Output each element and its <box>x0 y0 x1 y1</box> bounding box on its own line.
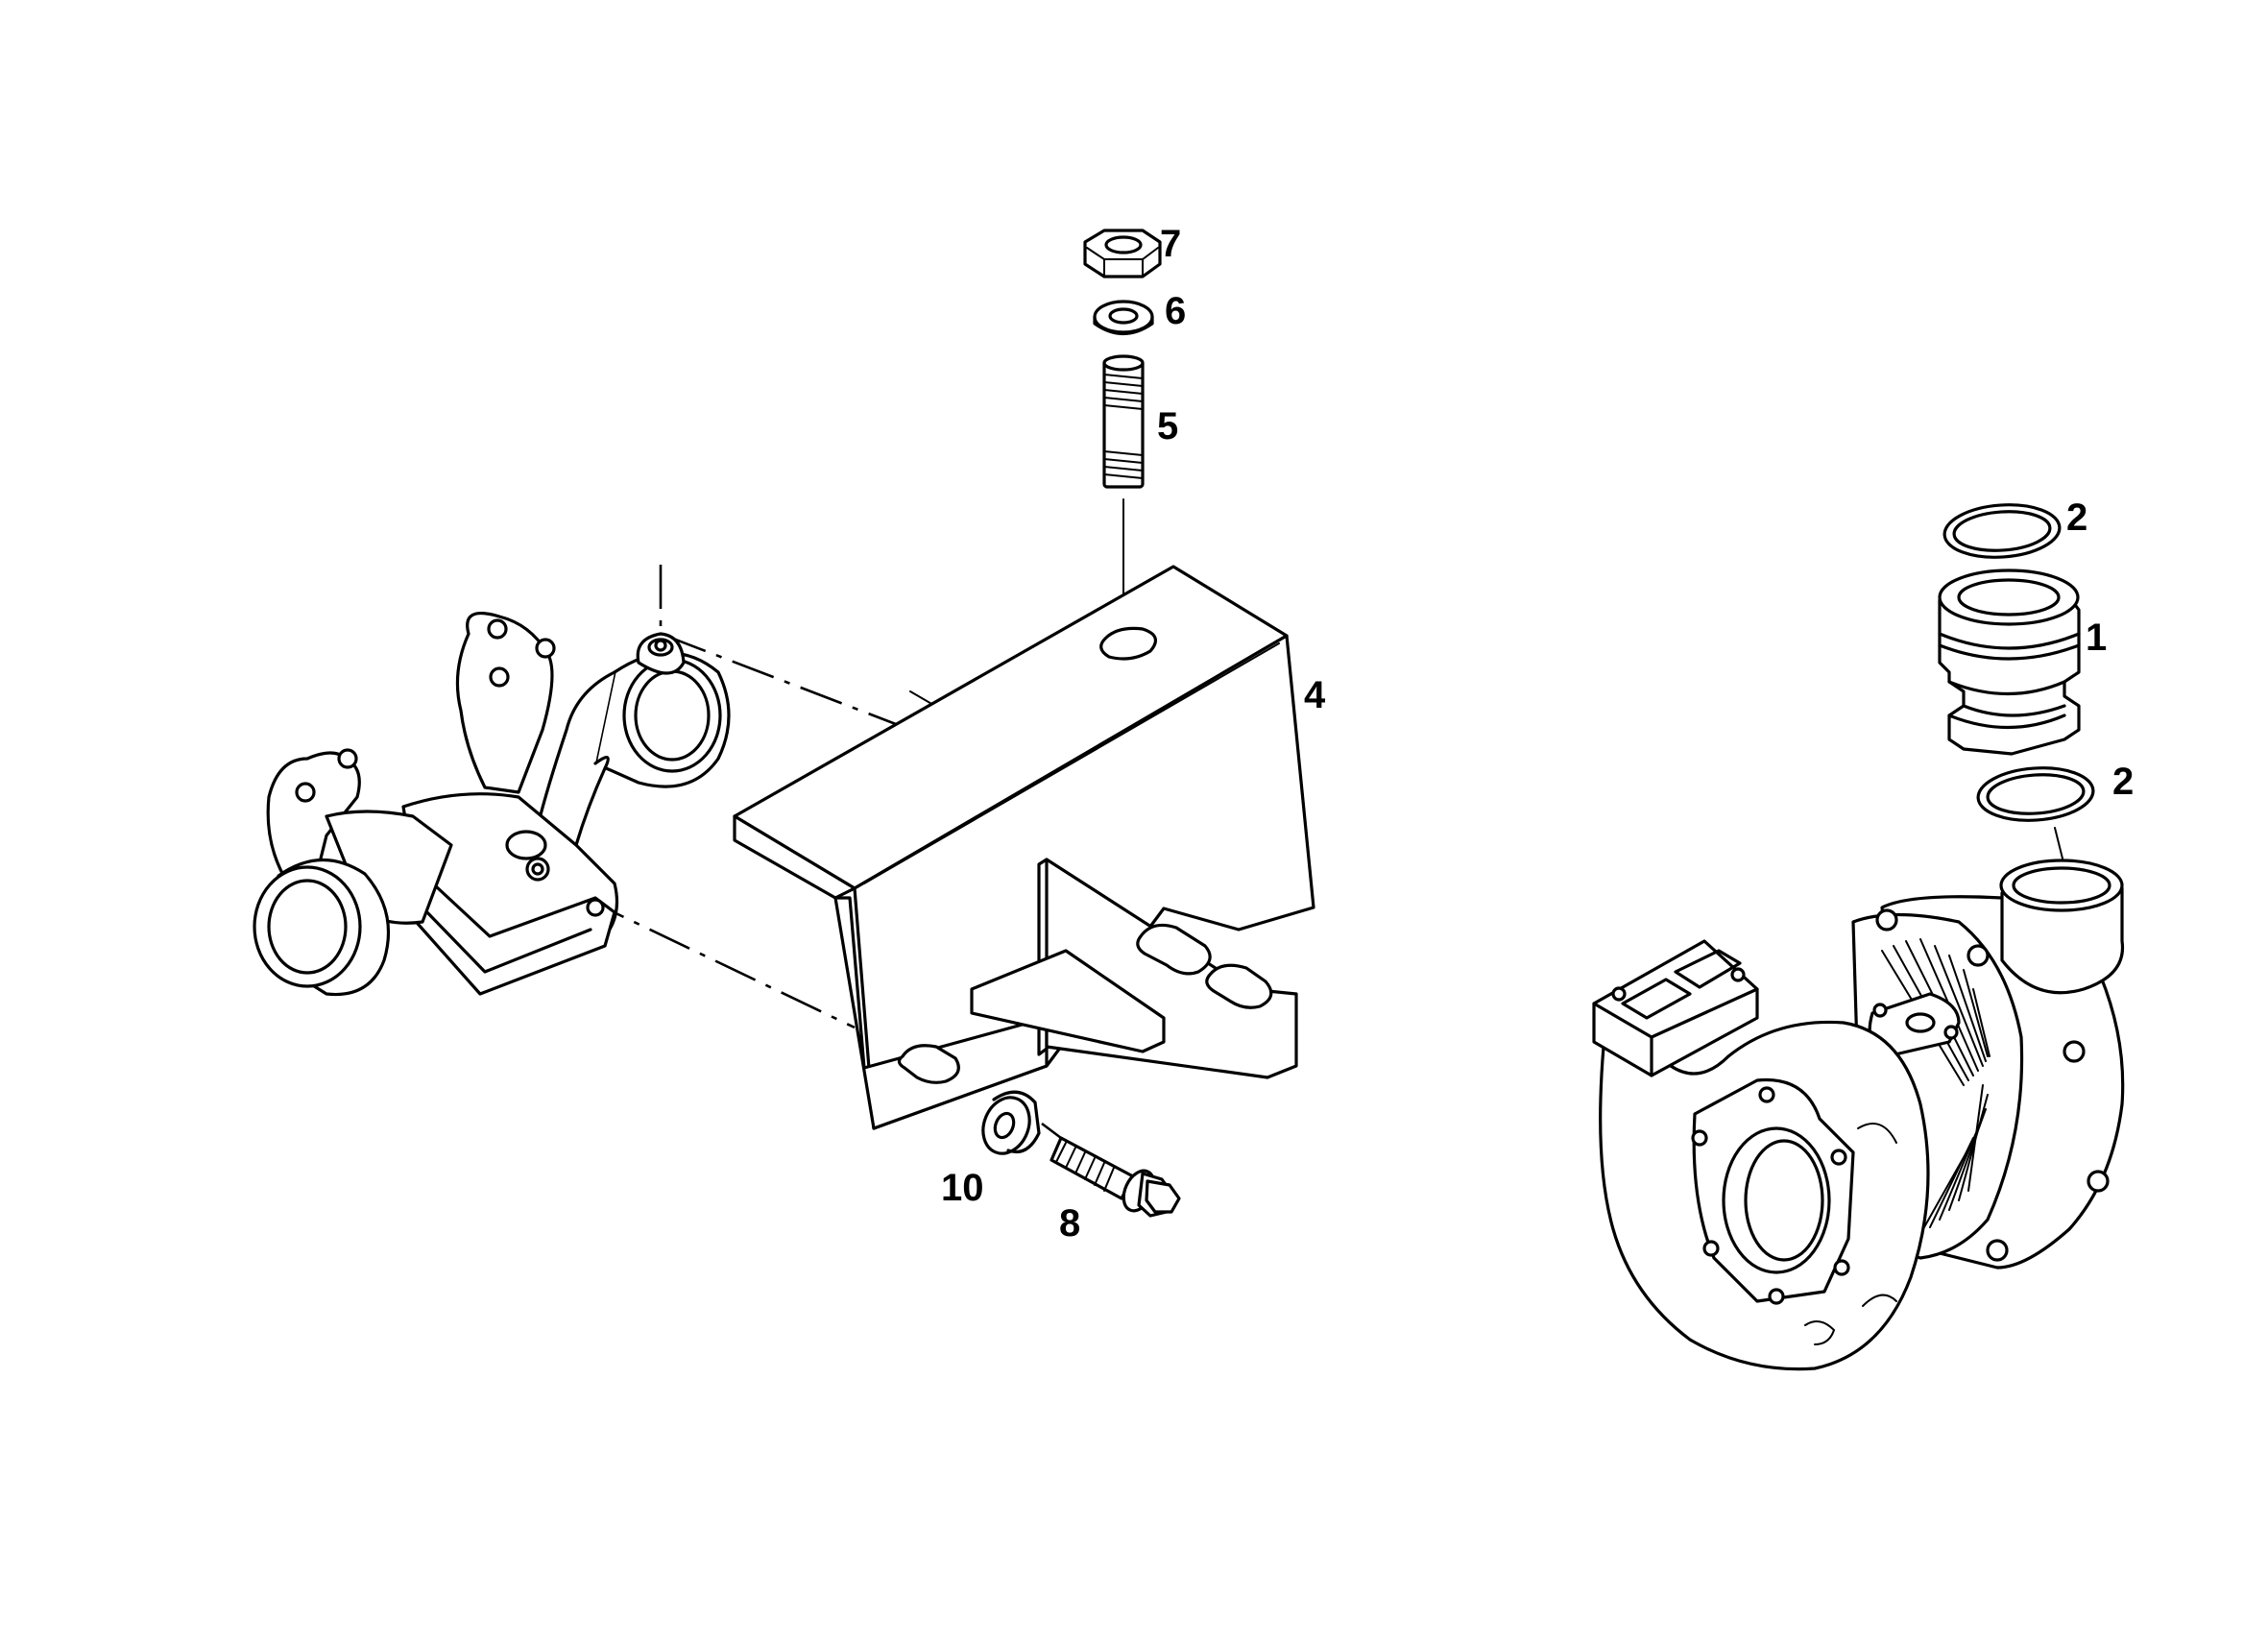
heat-shield-bracket-part[interactable] <box>733 565 1315 1130</box>
lock-washer-part[interactable] <box>1093 300 1154 335</box>
callout-2-upper: 2 <box>2066 496 2087 539</box>
o-ring-lower-part[interactable] <box>1976 764 2095 824</box>
callout-4: 4 <box>1304 674 1326 716</box>
callout-1: 1 <box>2086 617 2107 659</box>
exhaust-manifold-part[interactable] <box>253 612 731 997</box>
callout-6: 6 <box>1165 290 1186 332</box>
hex-nut-part[interactable] <box>1083 229 1162 278</box>
callout-10: 10 <box>941 1167 984 1209</box>
turbocharger-assembly[interactable] <box>1592 859 2125 1371</box>
connecting-sleeve-part[interactable] <box>1938 568 2081 756</box>
callout-labels: 7 6 5 4 10 8 2 1 2 <box>941 223 2134 1245</box>
stud-bolt-part[interactable] <box>1102 354 1145 489</box>
callout-7: 7 <box>1160 223 1181 265</box>
spacer-washer-part[interactable] <box>975 1090 1041 1161</box>
o-ring-upper-part[interactable] <box>1942 501 2062 561</box>
callout-2-lower: 2 <box>2112 761 2134 803</box>
callout-8: 8 <box>1059 1202 1080 1245</box>
flange-bolt-part[interactable] <box>1050 1136 1181 1218</box>
callout-5: 5 <box>1157 405 1178 448</box>
